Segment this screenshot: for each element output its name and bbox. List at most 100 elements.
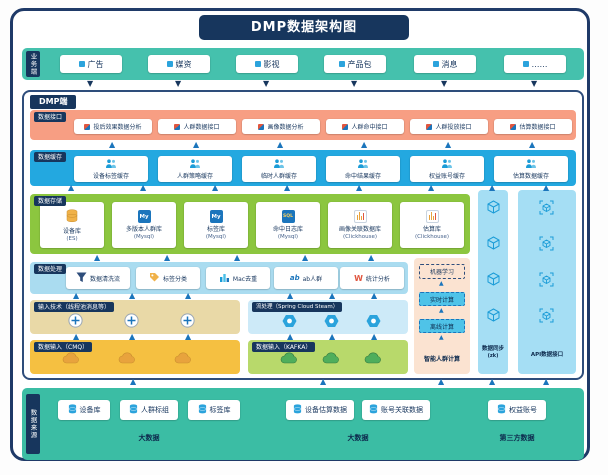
storage-item-tech: (Mysql): [277, 234, 299, 240]
business-item-label: 消息: [441, 59, 458, 69]
cmq-input-label: 数据输入（CMQ）: [34, 342, 93, 353]
plug-icon: [510, 123, 517, 130]
arrow-up-icon: [212, 184, 218, 192]
offline-compute-box: 离线计算: [419, 319, 465, 333]
storage-item: 设备库 (ES): [40, 202, 104, 248]
database-icon: [129, 404, 138, 416]
storage-item: SQL 命中日志库 (Mysql): [256, 202, 320, 248]
arrow-up-icon: [68, 184, 74, 192]
source-group-caption: 大数据: [347, 434, 369, 442]
interface-item: 人群数据接口: [158, 119, 236, 134]
machine-learning-box: 机器学习: [419, 264, 465, 279]
storage-item-tech: (Mysql): [133, 234, 155, 240]
arrow-down-icon: [441, 80, 447, 88]
arrow-up-icon: [529, 141, 535, 149]
users-icon: [189, 158, 201, 170]
api-cube-icon: [539, 200, 554, 215]
api-cube-icon: [539, 308, 554, 323]
cache-item-label: 估算数据缓存: [512, 172, 549, 180]
interface-item-label: 估算数据接口: [519, 124, 556, 131]
users-icon: [525, 158, 537, 170]
processing-item: Mac去重: [206, 267, 270, 289]
business-item: 媒资: [148, 55, 210, 73]
arrow-up-icon: [73, 292, 79, 300]
arrow-up-icon: [287, 333, 293, 341]
arrow-up-icon: [164, 254, 170, 262]
cache-item-label: 命中结果缓存: [344, 172, 381, 180]
business-item: ……: [504, 55, 566, 73]
storage-item-name: 画像关联数据库: [338, 226, 381, 233]
dmp-label: DMP端: [30, 95, 77, 109]
cloud-icon: [118, 352, 136, 364]
source-item: 设备库: [58, 400, 110, 420]
arrow-up-icon: [109, 141, 115, 149]
arrow-up-icon: [356, 184, 362, 192]
storage-item-tech: (Clickhouse): [415, 234, 449, 240]
realtime-compute-box: 实时计算: [419, 292, 465, 306]
cube-icon: [487, 272, 500, 286]
arrow-up-icon: [129, 292, 135, 300]
processing-item-label: 统计分析: [365, 275, 390, 283]
source-item: 人群标组: [120, 400, 178, 420]
arrow-up-icon: [439, 308, 444, 314]
interface-item-label: 人群命中接口: [351, 124, 388, 131]
storage-item-name: 估算库: [422, 226, 441, 233]
arrow-up-icon: [234, 254, 240, 262]
business-item: 广告: [60, 55, 122, 73]
source-item-label: 人群标组: [141, 406, 169, 414]
smart-crowd-compute-label: 智能人群计算: [423, 356, 460, 363]
source-group-caption: 大数据: [138, 434, 160, 442]
cube-icon: [487, 236, 500, 250]
users-icon: [441, 158, 453, 170]
source-item: 设备估算数据: [286, 400, 354, 420]
compute-panel: [414, 258, 470, 374]
business-item-label: 广告: [87, 59, 104, 69]
arrow-up-icon: [140, 184, 146, 192]
data-sources-band: [22, 388, 584, 460]
data-interface-label: 数据接口: [34, 112, 67, 123]
interface-item-label: 画像数据分析: [267, 124, 304, 131]
interface-item: 画像数据分析: [242, 119, 320, 134]
app-icon: [338, 61, 345, 67]
interface-item: 人群投放接口: [410, 119, 488, 134]
cache-item-label: 设备标签缓存: [92, 172, 129, 180]
storage-item-tech: (Mysql): [205, 234, 227, 240]
arrow-up-icon: [371, 333, 377, 341]
plug-icon: [258, 123, 265, 130]
users-icon: [273, 158, 285, 170]
storage-item: 估算库 (Clickhouse): [400, 202, 464, 248]
source-item-label: 账号关联数据: [381, 406, 423, 414]
cloud-icon: [174, 352, 192, 364]
business-item-label: 产品包: [347, 59, 372, 69]
api-column: [518, 190, 576, 374]
plug-icon: [84, 123, 91, 130]
bar-chart-icon: [219, 272, 230, 285]
business-item: 产品包: [324, 55, 386, 73]
processing-item-label: 标签分类: [162, 275, 187, 283]
storage-item-name: 多版本人群库: [125, 226, 162, 233]
input-tech-label: 输入技术（线程池消息等）: [34, 302, 115, 313]
arrow-up-icon: [489, 378, 495, 386]
cube-icon: [487, 308, 500, 322]
plug-icon: [342, 123, 349, 130]
arrow-up-icon: [439, 281, 444, 287]
source-item: 标签库: [188, 400, 240, 420]
arrow-up-icon: [438, 378, 444, 386]
source-item: 权益账号: [488, 400, 546, 420]
cache-item: 人群策略缓存: [158, 156, 232, 182]
diagram-title: DMP数据架构图: [199, 15, 409, 40]
source-item: 账号关联数据: [362, 400, 430, 420]
interface-item: 估算数据接口: [494, 119, 572, 134]
arrow-up-icon: [73, 333, 79, 341]
arrow-down-icon: [175, 80, 181, 88]
cache-item-label: 权益账号缓存: [428, 172, 465, 180]
arrow-up-icon: [185, 333, 191, 341]
data-sync-tech: (zk): [487, 353, 499, 359]
cache-item-label: 人群策略缓存: [176, 172, 213, 180]
storage-item-name: 标签库: [206, 226, 225, 233]
app-icon: [166, 61, 173, 67]
hexagon-node-icon: [282, 314, 297, 328]
database-icon: [497, 404, 506, 416]
database-icon: [293, 404, 302, 416]
